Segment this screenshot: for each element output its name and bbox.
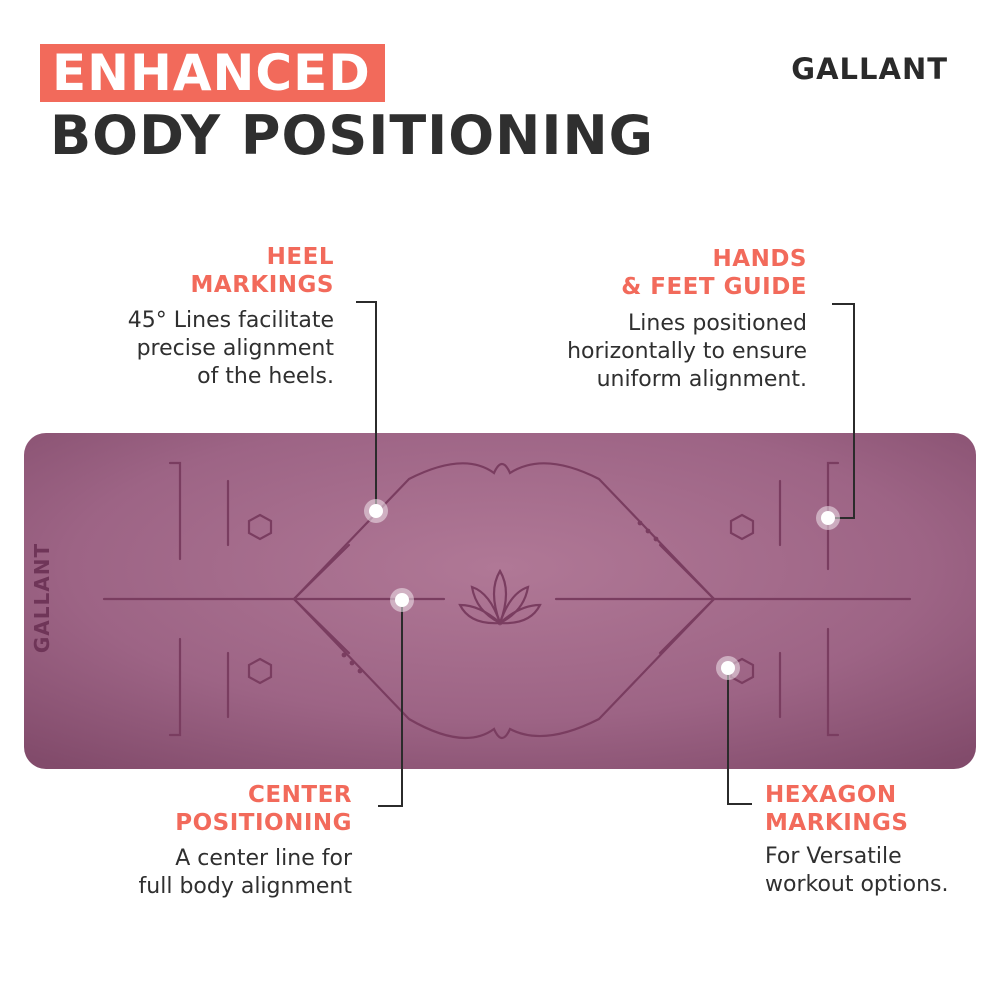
hands-leader xyxy=(830,303,855,519)
center-desc-line1: A center line for xyxy=(175,846,352,871)
hexagon-icon xyxy=(247,657,273,685)
center-desc-line2: full body alignment xyxy=(138,874,352,899)
center-title-line2: POSITIONING xyxy=(175,810,352,836)
hexagon-icon xyxy=(729,513,755,541)
hexagon-title-line2: MARKINGS xyxy=(765,810,909,836)
lotus-icon xyxy=(458,568,542,627)
dot-accent xyxy=(349,660,355,666)
hexagon-title-line1: HEXAGON xyxy=(765,782,897,808)
left-bracket-bottom xyxy=(168,637,182,737)
hexagon-desc-line2: workout options. xyxy=(765,872,949,897)
hexagon-icon xyxy=(247,513,273,541)
yoga-mat xyxy=(24,433,976,769)
left-bracket-top xyxy=(168,461,182,561)
center-leader xyxy=(378,600,403,807)
heel-line-bottom-left xyxy=(292,597,351,655)
hands-title-line2: & FEET GUIDE xyxy=(621,274,807,300)
center-marker-dot xyxy=(395,593,409,607)
heel-title-line2: MARKINGS xyxy=(190,272,334,298)
hexagon-marker-dot xyxy=(721,661,735,675)
hands-desc-line3: uniform alignment. xyxy=(596,367,807,392)
heel-desc-line3: of the heels. xyxy=(197,364,334,389)
center-title-line1: CENTER xyxy=(248,782,352,808)
heel-line-top-right xyxy=(658,543,716,601)
heel-line-top-left xyxy=(292,543,351,601)
dot-accent xyxy=(341,652,347,658)
dot-accent xyxy=(645,528,651,534)
heel-title-line1: HEEL xyxy=(266,244,334,270)
hexagon-leader xyxy=(727,668,752,805)
headline-line2: BODY POSITIONING xyxy=(50,104,654,167)
heel-desc-line2: precise alignment xyxy=(136,336,334,361)
dot-accent xyxy=(637,520,643,526)
hands-desc-line1: Lines positioned xyxy=(628,311,807,336)
hexagon-desc-line1: For Versatile xyxy=(765,844,902,869)
heel-leader xyxy=(356,301,377,510)
dot-accent xyxy=(653,536,659,542)
hands-marker-dot xyxy=(821,511,835,525)
brand-logo: GALLANT xyxy=(791,52,948,86)
heel-desc-line1: 45° Lines facilitate xyxy=(127,308,334,333)
dot-accent xyxy=(357,668,363,674)
hands-title-line1: HANDS xyxy=(712,246,807,272)
heel-marker-dot xyxy=(369,504,383,518)
hands-desc-line2: horizontally to ensure xyxy=(567,339,807,364)
right-bracket-top xyxy=(826,461,840,571)
right-bracket-bottom xyxy=(826,627,840,737)
headline-highlight: ENHANCED xyxy=(52,44,371,102)
heel-line-bottom-right xyxy=(658,597,716,655)
headline-highlight-box: ENHANCED xyxy=(40,44,385,102)
